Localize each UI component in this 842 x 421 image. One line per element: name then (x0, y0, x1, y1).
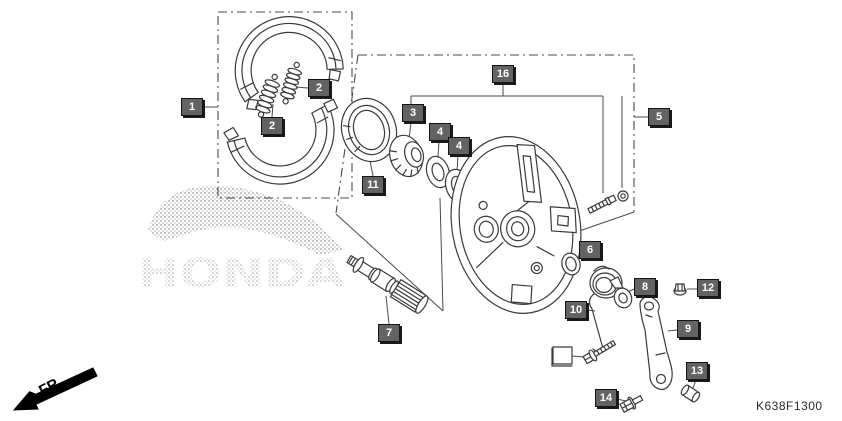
brake-arm (639, 296, 673, 391)
brake-shoe-lower (223, 98, 339, 185)
plate-screw (582, 340, 617, 365)
shoe-spring-lower (255, 73, 280, 118)
callout-11[interactable]: 11 (362, 176, 384, 194)
fr-arrow-icon (12, 367, 98, 411)
callout-2[interactable]: 2 (261, 117, 283, 135)
callout-4[interactable]: 4 (448, 137, 470, 155)
callout-13[interactable]: 13 (686, 362, 708, 380)
washer-a (425, 155, 451, 189)
callout-5[interactable]: 5 (648, 108, 670, 126)
arm-nut (673, 283, 687, 296)
joint-pin (680, 384, 701, 403)
wear-indicator (609, 276, 633, 309)
shoe-spring-upper (280, 61, 302, 105)
callout-14[interactable]: 14 (595, 389, 617, 407)
check-plate (551, 346, 573, 367)
callout-7[interactable]: 7 (378, 324, 400, 342)
callout-6[interactable]: 6 (579, 241, 601, 259)
callout-9[interactable]: 9 (677, 320, 699, 338)
part-code: K638F1300 (756, 399, 823, 413)
callout-3[interactable]: 3 (402, 104, 424, 122)
callout-16[interactable]: 16 (492, 65, 514, 83)
callout-10[interactable]: 10 (565, 301, 587, 319)
honda-wing-logo (148, 185, 345, 255)
group-box-brake-shoes (217, 11, 353, 199)
honda-watermark: HONDA (137, 185, 345, 297)
panel-bolt (587, 194, 617, 214)
callout-2[interactable]: 2 (308, 79, 330, 97)
oil-seal (340, 97, 398, 163)
fr-direction: FR. (12, 367, 98, 411)
callout-8[interactable]: 8 (634, 278, 656, 296)
gear (389, 134, 425, 178)
dust-seal (561, 252, 581, 276)
brake-panel (450, 136, 582, 314)
callout-1[interactable]: 1 (181, 98, 203, 116)
panel-bolt-washer (617, 190, 629, 202)
callout-12[interactable]: 12 (697, 279, 719, 297)
honda-watermark-text: HONDA (137, 251, 345, 297)
arm-bolt (619, 395, 644, 413)
brake-cam (346, 255, 429, 314)
callout-4[interactable]: 4 (429, 123, 451, 141)
